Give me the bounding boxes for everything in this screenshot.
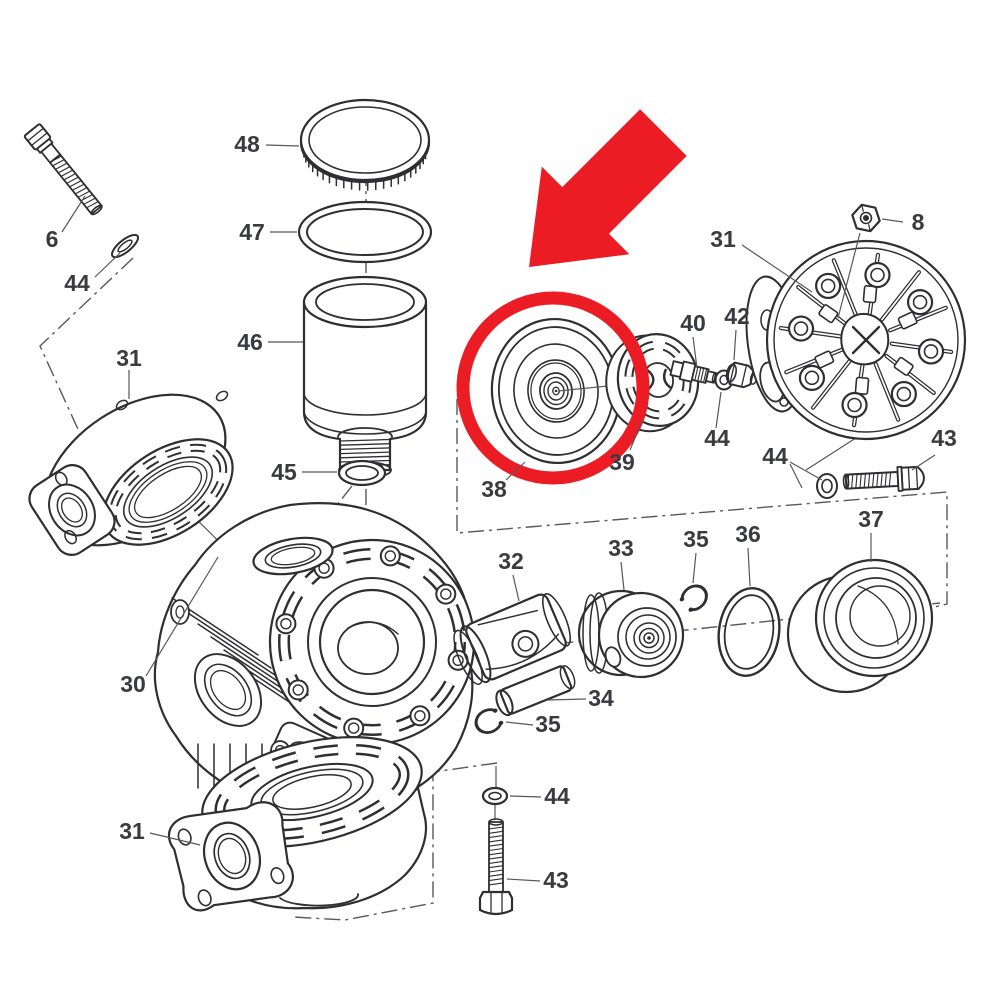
- part-31-left-cover: [28, 390, 234, 556]
- callout-6: 6: [46, 226, 59, 252]
- crankcase-side-port: [193, 653, 263, 727]
- part-42-nut: [725, 361, 758, 389]
- part-35-snapring-upper: [679, 584, 708, 612]
- callout-40: 40: [680, 310, 706, 336]
- callout-48: 48: [234, 131, 260, 157]
- part-32-piston-guide: [453, 592, 572, 685]
- part-40-shaft: [669, 360, 718, 384]
- callout-36: 36: [735, 521, 761, 547]
- crankcase-flange: [268, 538, 476, 746]
- part-6-bolt: [23, 123, 103, 216]
- callout-33: 33: [608, 535, 634, 561]
- red-arrow-highlight: [529, 109, 687, 267]
- callout-31-bottom: 31: [119, 818, 145, 844]
- callout-35-lower: 35: [535, 711, 561, 737]
- nut8-stud-line: [837, 232, 861, 319]
- callout-labels: 6 44 31 48 47 46 45 38 39 40 42 44 31 8 …: [46, 131, 957, 893]
- callout-42: 42: [724, 303, 750, 329]
- red-circle-highlight: [456, 291, 650, 485]
- part-33-piston: [577, 589, 685, 679]
- callout-35-upper: 35: [683, 526, 709, 552]
- part-lower-cylinder: [168, 736, 428, 912]
- callout-45: 45: [271, 459, 297, 485]
- part-45-oring: [337, 459, 387, 487]
- callout-46: 46: [237, 329, 263, 355]
- callout-31-right: 31: [710, 226, 736, 252]
- callout-44-shaft: 44: [704, 425, 730, 451]
- crankcase-top-port: [252, 536, 334, 576]
- part-48-cap: [299, 98, 431, 191]
- part-8-nut: [851, 203, 881, 233]
- part-43-bolt-bottom: [478, 818, 514, 916]
- part-36-oring: [717, 587, 781, 677]
- callout-30: 30: [120, 671, 146, 697]
- part-37-sleeve: [786, 558, 934, 694]
- part-35-snapring-lower: [474, 708, 504, 734]
- left-cover-flange: [28, 464, 116, 556]
- part-31-right-cover: [745, 239, 967, 441]
- part-47-oring: [297, 200, 433, 264]
- callout-32: 32: [498, 548, 524, 574]
- callout-38: 38: [481, 476, 507, 502]
- callout-37: 37: [858, 506, 884, 532]
- callout-47: 47: [239, 219, 265, 245]
- part-43-bolt-right: [842, 465, 925, 492]
- callout-8: 8: [912, 209, 925, 235]
- part-46-canister: [302, 275, 428, 479]
- leader-lines: [61, 144, 936, 882]
- part-44-washer-bottom: [481, 786, 509, 806]
- callout-39: 39: [609, 449, 635, 475]
- callout-34: 34: [588, 685, 614, 711]
- part-34-pin: [495, 665, 576, 717]
- callout-31-left: 31: [116, 345, 142, 371]
- part-31-bottom-flange: [168, 801, 294, 912]
- callout-44-bottom: 44: [544, 783, 570, 809]
- callout-43-bottom: 43: [543, 867, 569, 893]
- part-44-washer-right: [816, 473, 838, 499]
- part-44-washer-topleft: [111, 233, 139, 259]
- callout-44-right: 44: [762, 443, 788, 469]
- callout-44-topleft: 44: [64, 270, 90, 296]
- callout-43-right: 43: [931, 425, 957, 451]
